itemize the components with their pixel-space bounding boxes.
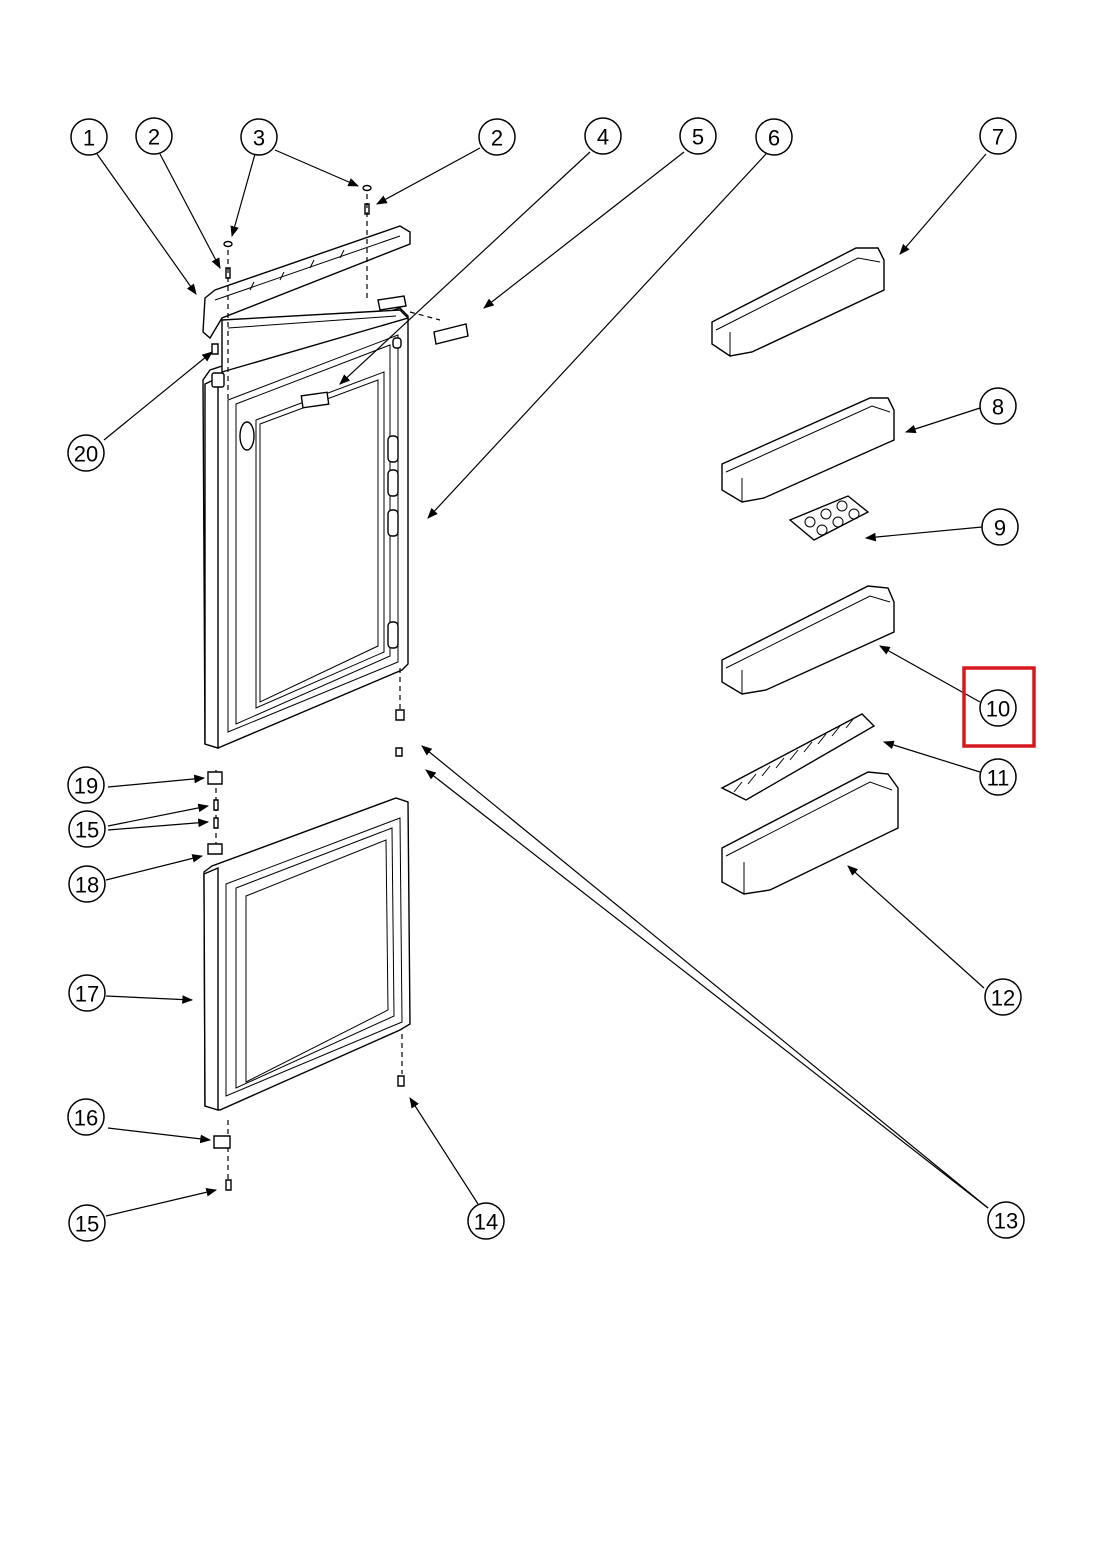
callout-circle: [979, 758, 1017, 796]
callout-circle: [979, 689, 1017, 727]
callout-circle: [68, 974, 106, 1012]
callout-number: 12: [991, 986, 1015, 1011]
door-label-clip: [377, 295, 469, 345]
callout-number: 3: [253, 126, 265, 151]
callout-c15a: 15: [68, 810, 106, 848]
callout-number: 10: [986, 697, 1010, 722]
egg-tray-9: [788, 495, 870, 541]
callout-c14: 14: [467, 1202, 505, 1240]
callout-number: 14: [474, 1210, 498, 1235]
callout-circle: [679, 117, 717, 155]
callout-circle: [979, 387, 1017, 425]
callout-c18: 18: [68, 865, 106, 903]
callout-number: 18: [75, 873, 99, 898]
callout-number: 1: [83, 126, 95, 151]
callout-c11: 11: [979, 758, 1017, 796]
leader-lines: [96, 147, 989, 1217]
door-bin-10: [721, 585, 895, 695]
callout-number: 8: [992, 395, 1004, 420]
callout-number: 13: [994, 1209, 1018, 1234]
callout-circle: [984, 978, 1022, 1016]
callout-circle: [70, 118, 108, 156]
door-bin-12: [721, 771, 899, 895]
callout-c19: 19: [67, 766, 105, 804]
callout-number: 17: [75, 982, 99, 1007]
upper-door: [202, 307, 410, 749]
callout-circle: [67, 766, 105, 804]
callout-circle: [584, 117, 622, 155]
callout-circle: [979, 117, 1017, 155]
callout-circle: [135, 117, 173, 155]
callout-number: 7: [992, 125, 1004, 150]
upper-door-bottom-pin: [395, 668, 405, 757]
callout-c13: 13: [987, 1201, 1025, 1239]
callout-number: 2: [148, 125, 160, 150]
callout-c20: 20: [67, 434, 105, 472]
callout-c4: 4: [584, 117, 622, 155]
callout-c8: 8: [979, 387, 1017, 425]
callout-number: 19: [74, 774, 98, 799]
callout-number: 15: [75, 1212, 99, 1237]
callout-c2a: 2: [135, 117, 173, 155]
callout-number: 5: [692, 125, 704, 150]
callout-c1: 1: [70, 118, 108, 156]
callout-circle: [981, 508, 1019, 546]
callout-c6: 6: [755, 118, 793, 156]
callout-c5: 5: [679, 117, 717, 155]
callout-c17: 17: [68, 974, 106, 1012]
callout-circle: [987, 1201, 1025, 1239]
bin-guard-11: [720, 713, 876, 801]
callout-c16: 16: [67, 1098, 105, 1136]
top-screws: [211, 184, 372, 400]
callout-c2b: 2: [478, 118, 516, 156]
callout-circle: [467, 1202, 505, 1240]
door-bin-8: [721, 397, 895, 503]
middle-hinge-stack: [207, 770, 223, 855]
callout-circle: [478, 118, 516, 156]
callout-number: 4: [597, 125, 609, 150]
callout-circle: [240, 118, 278, 156]
callout-circle: [755, 118, 793, 156]
door-top-cap: [202, 225, 411, 340]
door-bin-7: [711, 247, 885, 357]
callout-circle: [68, 865, 106, 903]
callout-c9: 9: [981, 508, 1019, 546]
callout-c3: 3: [240, 118, 278, 156]
callout-number: 6: [768, 126, 780, 151]
callout-number: 9: [994, 516, 1006, 541]
callout-number: 15: [75, 818, 99, 843]
highlight-box: [962, 666, 1036, 748]
callout-c15b: 15: [68, 1204, 106, 1242]
callout-number: 20: [74, 442, 98, 467]
callout-circle: [68, 810, 106, 848]
callout-circle: [67, 1098, 105, 1136]
callout-circle: [67, 434, 105, 472]
callout-c12: 12: [984, 978, 1022, 1016]
callout-circle: [68, 1204, 106, 1242]
callout-number: 16: [74, 1106, 98, 1131]
callout-number: 2: [491, 126, 503, 151]
callout-number: 11: [987, 766, 1010, 791]
callout-c10: 10: [979, 689, 1017, 727]
callout-c7: 7: [979, 117, 1017, 155]
lower-door: [203, 797, 411, 1111]
lower-hinge: [213, 1034, 405, 1191]
